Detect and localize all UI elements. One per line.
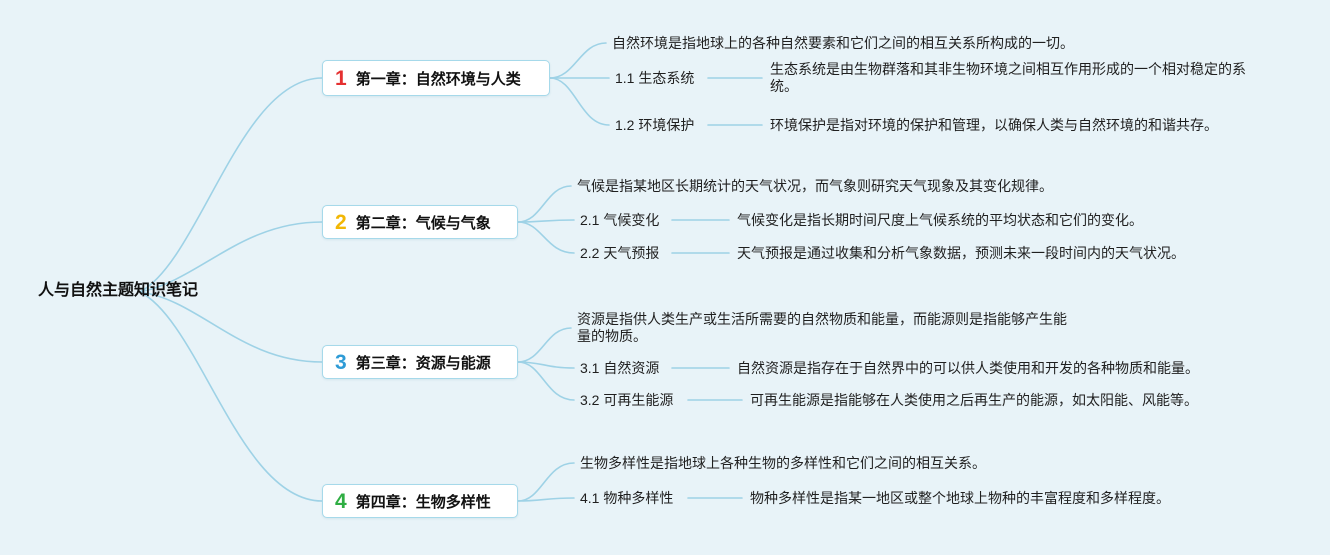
connector-root-ch2 [139, 221, 323, 293]
connector-ch3-sub2 [517, 361, 575, 401]
connector-ch2-sub2 [517, 221, 575, 254]
subtopic-2-1-label[interactable]: 2.1 气候变化 [580, 212, 660, 228]
connector-ch4-desc [517, 462, 575, 502]
subtopic-3-2-description[interactable]: 可再生能源是指能够在人类使用之后再生产的能源，如太阳能、风能等。 [750, 392, 1198, 408]
connector-ch1-sub2 [549, 77, 610, 126]
subtopic-4-1-description[interactable]: 物种多样性是指某一地区或整个地球上物种的丰富程度和多样程度。 [750, 490, 1170, 506]
chapter-1-description[interactable]: 自然环境是指地球上的各种自然要素和它们之间的相互关系所构成的一切。 [612, 35, 1074, 51]
chapter-node-1[interactable]: 1 第一章：自然环境与人类 [322, 60, 550, 96]
subtopic-2-1-description[interactable]: 气候变化是指长期时间尺度上气候系统的平均状态和它们的变化。 [737, 212, 1143, 228]
subtopic-1-2-label[interactable]: 1.2 环境保护 [615, 117, 695, 133]
chapter-3-number: 3 [335, 350, 347, 374]
chapter-2-title: 第二章：气候与气象 [355, 214, 491, 232]
subtopic-1-1-description[interactable]: 生态系统是由生物群落和其非生物环境之间相互作用形成的一个相对稳定的系统。 [770, 61, 1246, 94]
subtopic-4-1-label[interactable]: 4.1 物种多样性 [580, 490, 674, 506]
connector-ch3-desc [517, 327, 572, 363]
chapter-node-4[interactable]: 4 第四章：生物多样性 [322, 484, 518, 518]
chapter-node-2[interactable]: 2 第二章：气候与气象 [322, 205, 518, 239]
chapter-1-title: 第一章：自然环境与人类 [355, 70, 521, 88]
subtopic-1-2-description[interactable]: 环境保护是指对环境的保护和管理，以确保人类与自然环境的和谐共存。 [770, 117, 1218, 133]
connector-ch1-desc [549, 42, 607, 79]
subtopic-1-1-label[interactable]: 1.1 生态系统 [615, 70, 695, 86]
chapter-2-description[interactable]: 气候是指某地区长期统计的天气状况，而气象则研究天气现象及其变化规律。 [577, 178, 1053, 194]
chapter-3-description[interactable]: 资源是指供人类生产或生活所需要的自然物质和能量，而能源则是指能够产生能量的物质。 [577, 311, 1067, 344]
connector-root-ch1 [139, 77, 323, 293]
chapter-node-3[interactable]: 3 第三章：资源与能源 [322, 345, 518, 379]
chapter-4-description[interactable]: 生物多样性是指地球上各种生物的多样性和它们之间的相互关系。 [580, 455, 986, 471]
connector-root-ch4 [139, 291, 323, 502]
connector-ch2-desc [517, 185, 572, 223]
subtopic-2-2-label[interactable]: 2.2 天气预报 [580, 245, 660, 261]
chapter-2-number: 2 [335, 210, 347, 234]
chapter-1-number: 1 [335, 66, 347, 90]
chapter-4-title: 第四章：生物多样性 [355, 493, 491, 511]
chapter-3-title: 第三章：资源与能源 [355, 354, 491, 372]
subtopic-3-1-label[interactable]: 3.1 自然资源 [580, 360, 660, 376]
subtopic-3-1-description[interactable]: 自然资源是指存在于自然界中的可以供人类使用和开发的各种物质和能量。 [737, 360, 1199, 376]
subtopic-3-2-label[interactable]: 3.2 可再生能源 [580, 392, 674, 408]
subtopic-2-2-description[interactable]: 天气预报是通过收集和分析气象数据，预测未来一段时间内的天气状况。 [737, 245, 1185, 261]
chapter-4-number: 4 [335, 489, 347, 513]
connector-root-ch3 [139, 291, 323, 363]
connector-ch4-sub1 [517, 497, 575, 502]
root-node[interactable]: 人与自然主题知识笔记 [38, 282, 199, 299]
